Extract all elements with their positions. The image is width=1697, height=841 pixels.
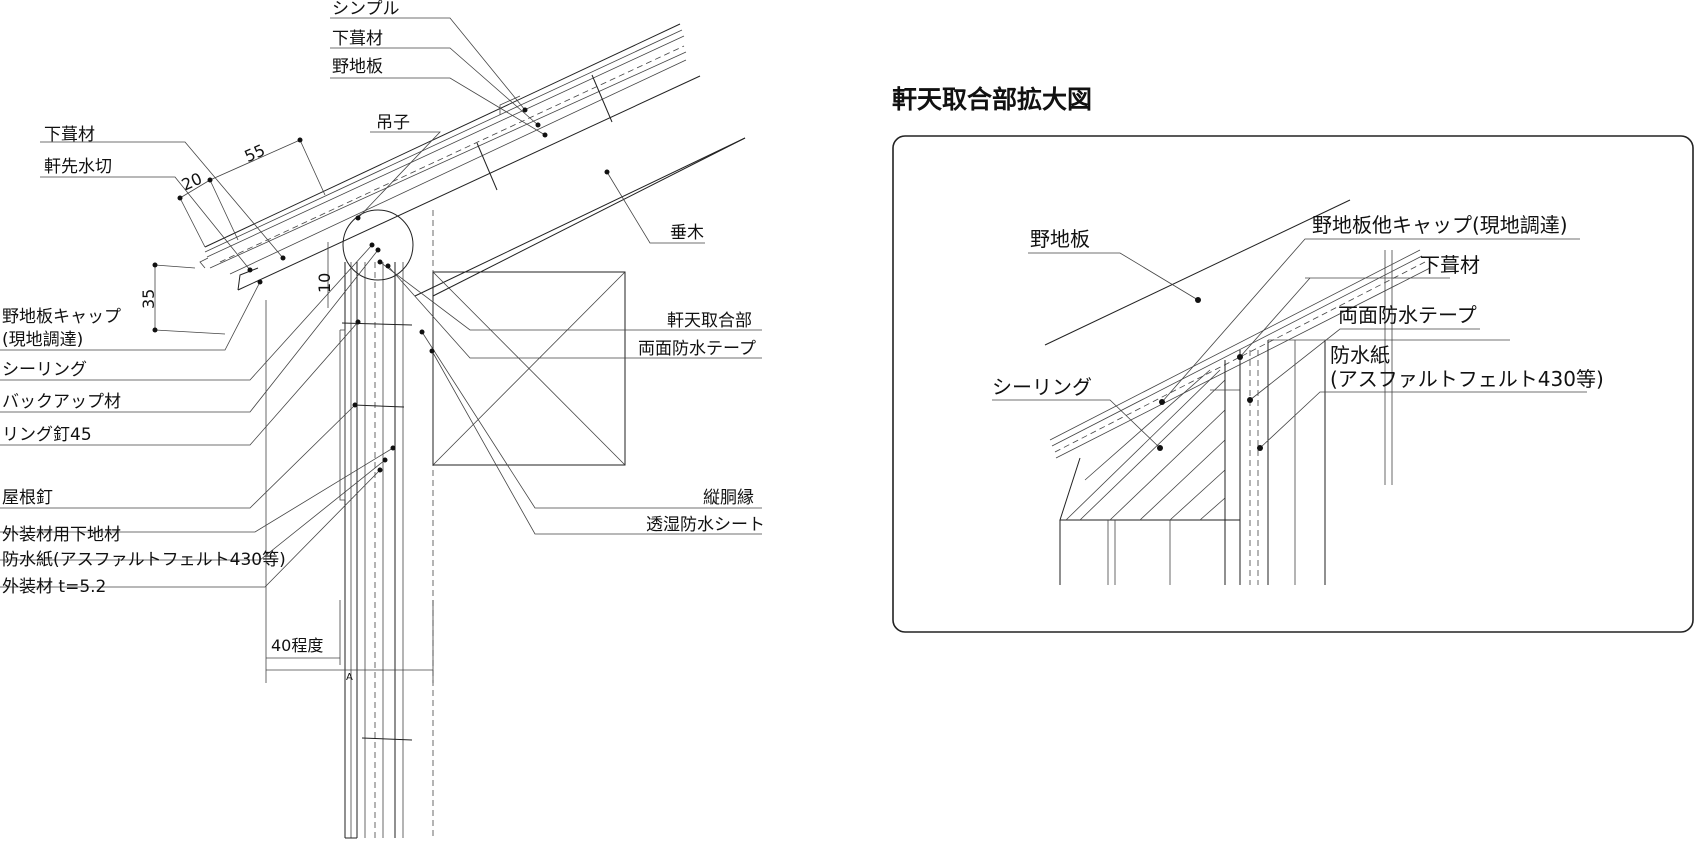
label-taruki: 垂木 <box>670 223 704 243</box>
wall-layers <box>339 210 434 839</box>
label-cap1: 野地板キャップ <box>2 307 121 327</box>
inset-label-shitabuki: 下葺材 <box>1420 253 1480 277</box>
label-gaisou-shitaji: 外装材用下地材 <box>2 525 121 545</box>
main-section-drawing: シンプル 下葺材 野地板 吊子 下葺材 軒先水切 垂木 野地板キャップ (現地調… <box>0 0 765 839</box>
label-tatedoubuchi: 縦胴縁 <box>703 488 754 508</box>
label-nokisaki: 軒先水切 <box>44 157 112 177</box>
label-shitabuki-top: 下葺材 <box>332 29 383 49</box>
detail-circle <box>342 209 414 281</box>
label-tsurigo: 吊子 <box>376 113 410 133</box>
dim-20: 20 <box>179 169 205 195</box>
inset-detail: 軒天取合部拡大図 <box>892 85 1694 633</box>
label-simple: シンプル <box>332 0 400 19</box>
label-backup: バックアップ材 <box>2 392 121 412</box>
inset-label-bousui2: (アスファルトフェルト430等) <box>1330 367 1604 391</box>
label-gaisou: 外装材 t=5.2 <box>2 577 106 597</box>
label-ringkugi: リング釘45 <box>2 425 92 445</box>
dim-10: 10 <box>315 273 334 293</box>
inset-geometry <box>1044 199 1510 585</box>
label-cap2: (現地調達) <box>2 330 83 350</box>
nails <box>341 74 613 741</box>
inset-labels: 野地板 野地板他キャップ(現地調達) 下葺材 両面防水テープ 防水紙 (アスファ… <box>992 213 1604 399</box>
label-sealing: シーリング <box>2 360 87 380</box>
roof-layers <box>199 23 746 297</box>
main-labels: シンプル 下葺材 野地板 吊子 下葺材 軒先水切 垂木 野地板キャップ (現地調… <box>2 0 765 597</box>
label-nokiten: 軒天取合部 <box>667 311 752 331</box>
label-tape: 両面防水テープ <box>638 339 756 359</box>
beam-box <box>432 137 746 466</box>
dim-a: A <box>346 672 353 683</box>
label-shitabuki-left: 下葺材 <box>44 125 95 145</box>
dimension-lines <box>152 137 434 683</box>
inset-label-tape: 両面防水テープ <box>1338 303 1477 327</box>
inset-label-sealing: シーリング <box>992 375 1092 399</box>
label-bousuishi: 防水紙(アスファルトフェルト430等) <box>2 550 286 570</box>
dim-35: 35 <box>139 289 158 309</box>
dim-55: 55 <box>242 140 268 166</box>
label-yanekugi: 屋根釘 <box>2 488 53 508</box>
label-toushitsu: 透湿防水シート <box>646 515 765 535</box>
inset-title: 軒天取合部拡大図 <box>892 85 1092 114</box>
leader-lines <box>0 17 762 588</box>
inset-frame <box>892 135 1694 633</box>
inset-label-cap: 野地板他キャップ(現地調達) <box>1312 213 1568 237</box>
dim-40: 40程度 <box>271 636 323 655</box>
inset-label-noji: 野地板 <box>1030 227 1090 251</box>
inset-label-bousui1: 防水紙 <box>1330 343 1390 367</box>
label-noji-top: 野地板 <box>332 57 383 77</box>
inset-leaders <box>992 238 1587 451</box>
